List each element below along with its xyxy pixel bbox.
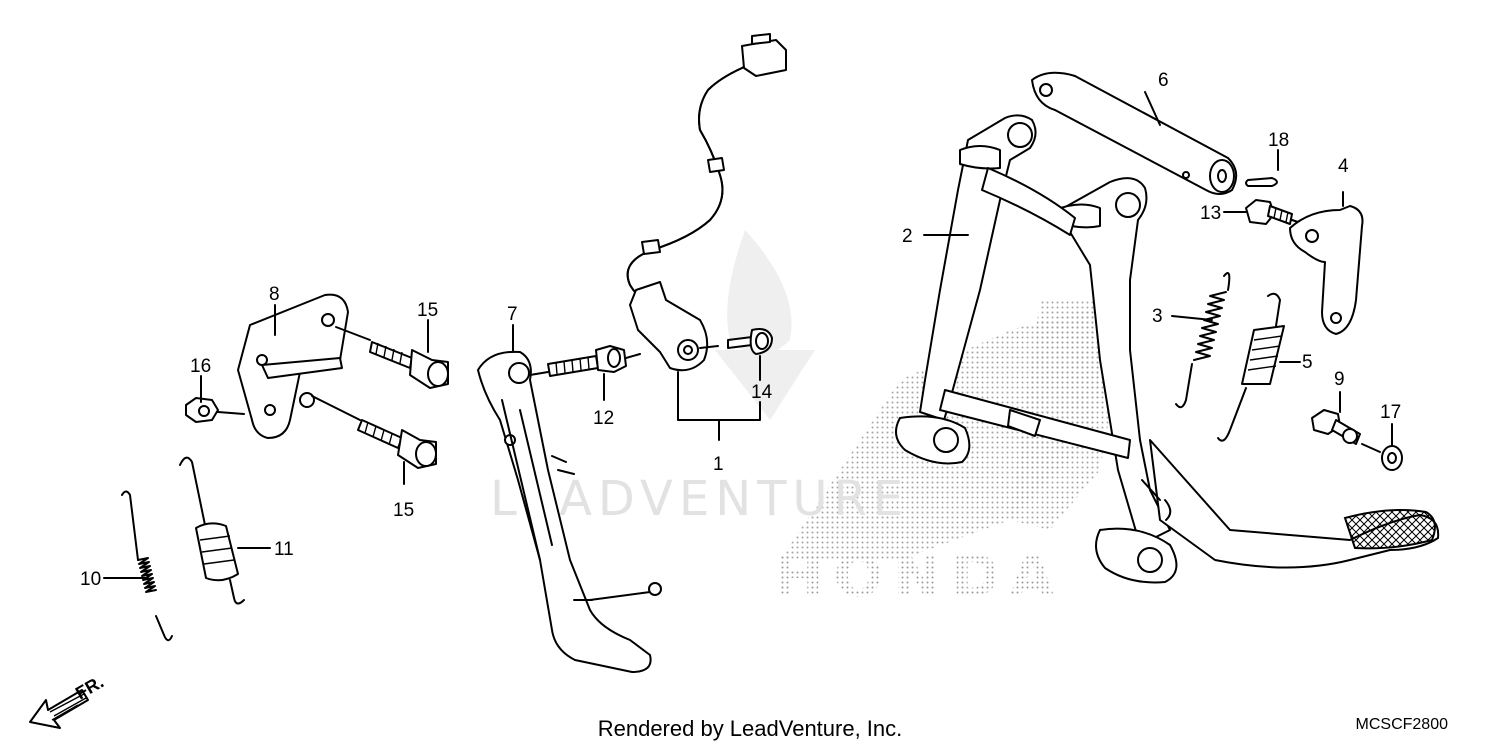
pivot-pipe-part-6 bbox=[1031, 71, 1238, 195]
callout-9: 9 bbox=[1334, 369, 1345, 390]
bolt-part-13 bbox=[1245, 199, 1311, 227]
callout-12: 12 bbox=[593, 408, 614, 429]
nut-part-16 bbox=[185, 397, 245, 423]
bolt-part-15-upper bbox=[335, 326, 449, 389]
main-stand-part-2 bbox=[895, 114, 1440, 584]
callout-15-lower: 15 bbox=[393, 500, 414, 521]
cotter-pin-part-18 bbox=[1245, 149, 1279, 187]
bolt-part-15-lower bbox=[311, 395, 437, 469]
bracket-part-8 bbox=[237, 293, 349, 439]
callout-4: 4 bbox=[1338, 156, 1349, 177]
diagram-code: MCSCF2800 bbox=[1355, 716, 1448, 733]
spring-part-11 bbox=[179, 456, 245, 605]
callout-13: 13 bbox=[1200, 203, 1221, 224]
leader-lines bbox=[103, 211, 1247, 579]
callout-16: 16 bbox=[190, 356, 211, 377]
stopper-plate-part-4 bbox=[1289, 191, 1364, 335]
callout-3: 3 bbox=[1152, 306, 1163, 327]
spring-part-10 bbox=[121, 490, 173, 642]
screw-part-14 bbox=[727, 328, 773, 381]
spring-part-5 bbox=[1217, 292, 1301, 442]
callout-6: 6 bbox=[1158, 70, 1169, 91]
callout-10: 10 bbox=[80, 569, 101, 590]
callout-labels: 1 2 3 4 5 6 7 8 9 10 11 12 13 14 15 15 1… bbox=[80, 70, 1401, 590]
footer-credit: Rendered by LeadVenture, Inc. bbox=[597, 716, 903, 741]
callout-5: 5 bbox=[1302, 352, 1313, 373]
callout-7: 7 bbox=[507, 304, 518, 325]
side-stand-part-7 bbox=[477, 350, 662, 673]
callout-15-upper: 15 bbox=[417, 300, 438, 321]
watermark-brand: HONDA bbox=[775, 542, 1064, 610]
callout-17: 17 bbox=[1380, 402, 1401, 423]
callout-14: 14 bbox=[751, 382, 773, 403]
bolt-part-9 bbox=[1311, 391, 1361, 445]
callout-11: 11 bbox=[274, 539, 294, 560]
callout-8: 8 bbox=[269, 284, 280, 305]
spring-part-3 bbox=[1171, 272, 1231, 409]
washer-part-17 bbox=[1361, 423, 1403, 471]
callout-2: 2 bbox=[902, 226, 913, 247]
callout-18: 18 bbox=[1268, 130, 1289, 151]
callout-1: 1 bbox=[713, 454, 724, 475]
bolt-part-12 bbox=[529, 345, 641, 377]
switch-part-1 bbox=[626, 33, 787, 372]
